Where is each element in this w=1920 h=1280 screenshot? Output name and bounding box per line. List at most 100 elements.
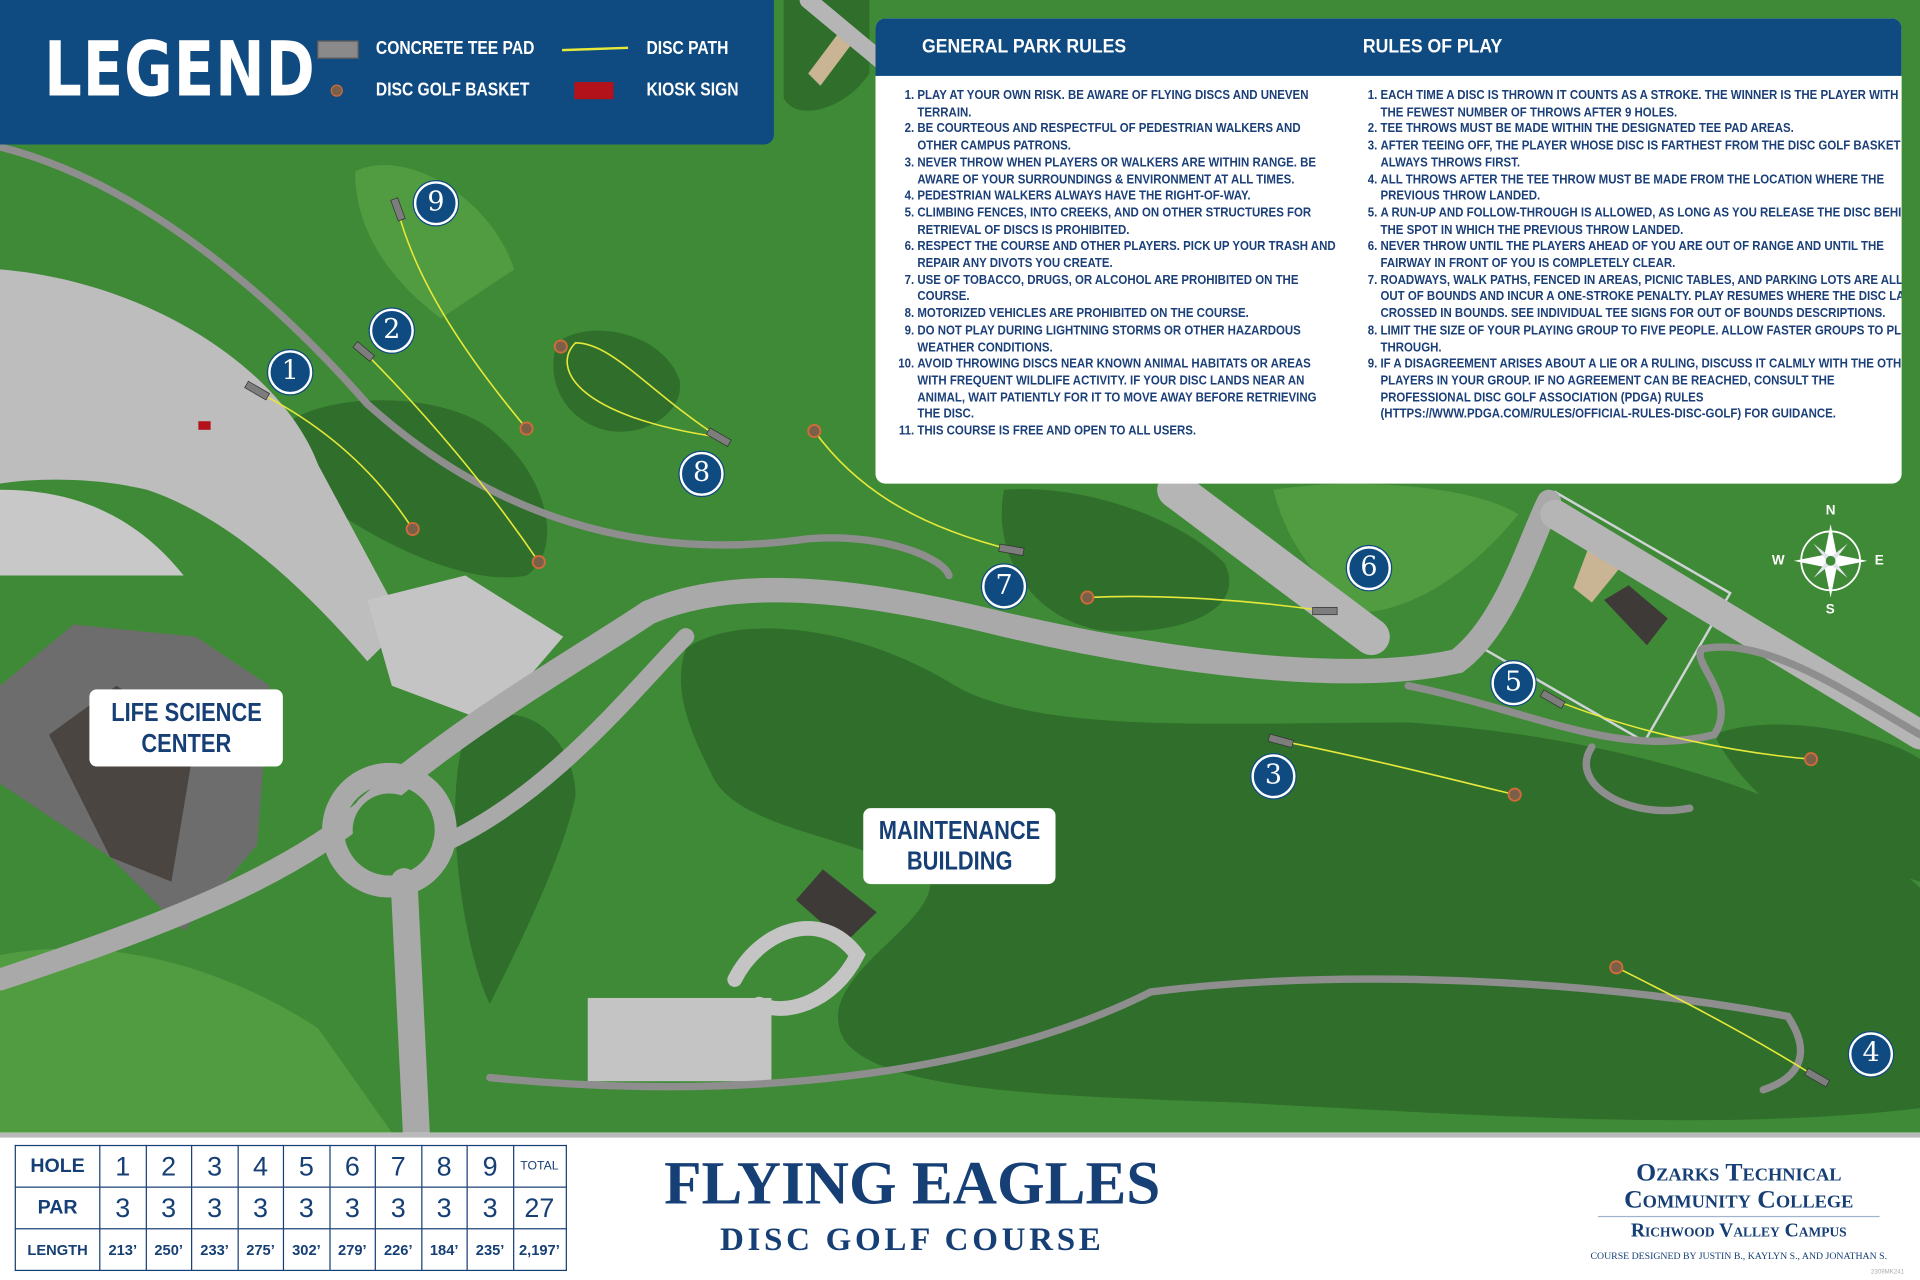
tee-pads — [244, 197, 1831, 1088]
hole-number-cell: 7 — [374, 1144, 422, 1188]
rule-item: MOTORIZED VEHICLES ARE PROHIBITED ON THE… — [917, 306, 1341, 323]
maintenance-building-label: MAINTENANCE BUILDING — [863, 808, 1056, 885]
compass-north: N — [1825, 503, 1836, 518]
row-label: HOLE — [14, 1144, 101, 1188]
kiosk-sign — [198, 421, 211, 430]
compass-east: E — [1874, 553, 1884, 569]
par-cell: 3 — [420, 1186, 468, 1230]
label-line: BUILDING — [906, 847, 1013, 876]
basket-icon — [330, 84, 343, 97]
hole-marker-3: 3 — [1251, 754, 1296, 799]
length-cell: 235’ — [466, 1228, 514, 1272]
rule-item: RESPECT THE COURSE AND OTHER PLAYERS. PI… — [917, 239, 1341, 273]
length-cell: 233’ — [191, 1228, 239, 1272]
compass-rose-icon — [1793, 524, 1868, 598]
rule-item: ROADWAYS, WALK PATHS, FENCED IN AREAS, P… — [1380, 273, 1901, 323]
legend-label: CONCRETE TEE PAD — [375, 37, 535, 59]
college-name-line2: Community College — [1624, 1184, 1854, 1214]
disc-path-icon — [562, 46, 629, 52]
designer-credit: COURSE DESIGNED BY JUSTIN B., KAYLYN S.,… — [1590, 1250, 1888, 1262]
rule-item: EACH TIME A DISC IS THROWN IT COUNTS AS … — [1380, 88, 1901, 122]
par-cell: 3 — [466, 1186, 514, 1230]
kiosk-icon — [574, 82, 614, 100]
rule-item: LIMIT THE SIZE OF YOUR PLAYING GROUP TO … — [1380, 323, 1901, 357]
hole-number-cell: 6 — [328, 1144, 376, 1188]
row-label: PAR — [14, 1186, 101, 1230]
hole-marker-7: 7 — [982, 564, 1027, 609]
length-cell: 275’ — [236, 1228, 285, 1272]
legend-label: KIOSK SIGN — [646, 79, 739, 101]
hole-marker-6: 6 — [1346, 546, 1392, 591]
general-rules-heading: GENERAL PARK RULES — [922, 36, 1127, 58]
course-subtitle: DISC GOLF COURSE — [719, 1220, 1105, 1258]
rule-item: NEVER THROW WHEN PLAYERS OR WALKERS ARE … — [917, 155, 1341, 189]
length-cell: 279’ — [328, 1228, 376, 1272]
hole-number-cell: 9 — [466, 1144, 514, 1188]
rule-item: AFTER TEEING OFF, THE PLAYER WHOSE DISC … — [1380, 139, 1901, 173]
roads — [0, 0, 1920, 1133]
par-total-cell: 27 — [512, 1186, 567, 1230]
par-cell: 3 — [191, 1186, 239, 1230]
length-cell: 213’ — [99, 1228, 147, 1272]
par-cell: 3 — [99, 1186, 147, 1230]
course-title: FLYING EAGLES — [664, 1148, 1161, 1218]
par-cell: 3 — [374, 1186, 422, 1230]
label-line: CENTER — [141, 729, 232, 758]
play-rules-list: EACH TIME A DISC IS THROWN IT COUNTS AS … — [1363, 88, 1901, 424]
label-line: LIFE SCIENCE — [110, 698, 262, 727]
rule-item: USE OF TOBACCO, DRUGS, OR ALCOHOL ARE PR… — [917, 273, 1341, 307]
parking-lots — [0, 269, 772, 1082]
divider — [1597, 1215, 1880, 1218]
hole-number-cell: 1 — [99, 1144, 147, 1188]
par-cell: 3 — [145, 1186, 193, 1230]
legend-panel: LEGEND CONCRETE TEE PAD DISC PATH DISC G… — [0, 0, 774, 145]
length-cell: 226’ — [374, 1228, 422, 1272]
legend-label: DISC PATH — [646, 37, 729, 59]
rule-item: TEE THROWS MUST BE MADE WITHIN THE DESIG… — [1380, 122, 1901, 139]
rule-item: DO NOT PLAY DURING LIGHTNING STORMS OR O… — [917, 323, 1341, 357]
hole-number-cell: 3 — [191, 1144, 239, 1188]
total-header: TOTAL — [512, 1144, 567, 1188]
campus-name: Richwood Valley Campus — [1630, 1220, 1847, 1242]
hole-marker-1: 1 — [268, 350, 313, 395]
label-line: MAINTENANCE — [878, 816, 1041, 845]
roundabout — [322, 762, 457, 898]
disc-paths — [256, 210, 1818, 1079]
par-cell: 3 — [282, 1186, 330, 1230]
compass-south: S — [1825, 602, 1835, 618]
hole-marker-8: 8 — [679, 451, 724, 496]
hole-number-cell: 4 — [236, 1144, 285, 1188]
legend-title: LEGEND — [44, 24, 316, 114]
hole-marker-5: 5 — [1491, 661, 1536, 706]
rules-header — [875, 18, 1902, 76]
rules-panel: GENERAL PARK RULES RULES OF PLAY PLAY AT… — [875, 18, 1902, 484]
print-code: 2309MK241 — [1871, 1268, 1905, 1276]
rule-item: IF A DISAGREEMENT ARISES ABOUT A LIE OR … — [1380, 357, 1901, 424]
rule-item: NEVER THROW UNTIL THE PLAYERS AHEAD OF Y… — [1380, 239, 1901, 273]
rule-item: CLIMBING FENCES, INTO CREEKS, AND ON OTH… — [917, 206, 1341, 240]
hole-marker-2: 2 — [369, 308, 414, 353]
rule-item: PLAY AT YOUR OWN RISK. BE AWARE OF FLYIN… — [917, 88, 1341, 122]
rule-item: ALL THROWS AFTER THE TEE THROW MUST BE M… — [1380, 172, 1901, 206]
hole-number-cell: 5 — [282, 1144, 330, 1188]
life-science-center-label: LIFE SCIENCE CENTER — [89, 689, 283, 767]
hole-number-cell: 8 — [420, 1144, 468, 1188]
length-cell: 184’ — [420, 1228, 468, 1272]
rule-item: THIS COURSE IS FREE AND OPEN TO ALL USER… — [917, 424, 1341, 441]
baskets — [405, 339, 1819, 975]
hole-marker-4: 4 — [1848, 1032, 1894, 1077]
college-name-line1: Ozarks Technical — [1636, 1157, 1842, 1187]
college-logo: Ozarks Technical Community College Richw… — [1561, 1158, 1916, 1262]
hole-marker-9: 9 — [413, 181, 458, 226]
rule-item: BE COURTEOUS AND RESPECTFUL OF PEDESTRIA… — [917, 122, 1341, 156]
rule-item: AVOID THROWING DISCS NEAR KNOWN ANIMAL H… — [917, 357, 1341, 424]
tee-pad-icon — [317, 40, 359, 59]
length-total-cell: 2,197’ — [512, 1228, 567, 1272]
legend-label: DISC GOLF BASKET — [375, 79, 530, 101]
general-rules-list: PLAY AT YOUR OWN RISK. BE AWARE OF FLYIN… — [876, 88, 1342, 440]
par-cell: 3 — [328, 1186, 376, 1230]
